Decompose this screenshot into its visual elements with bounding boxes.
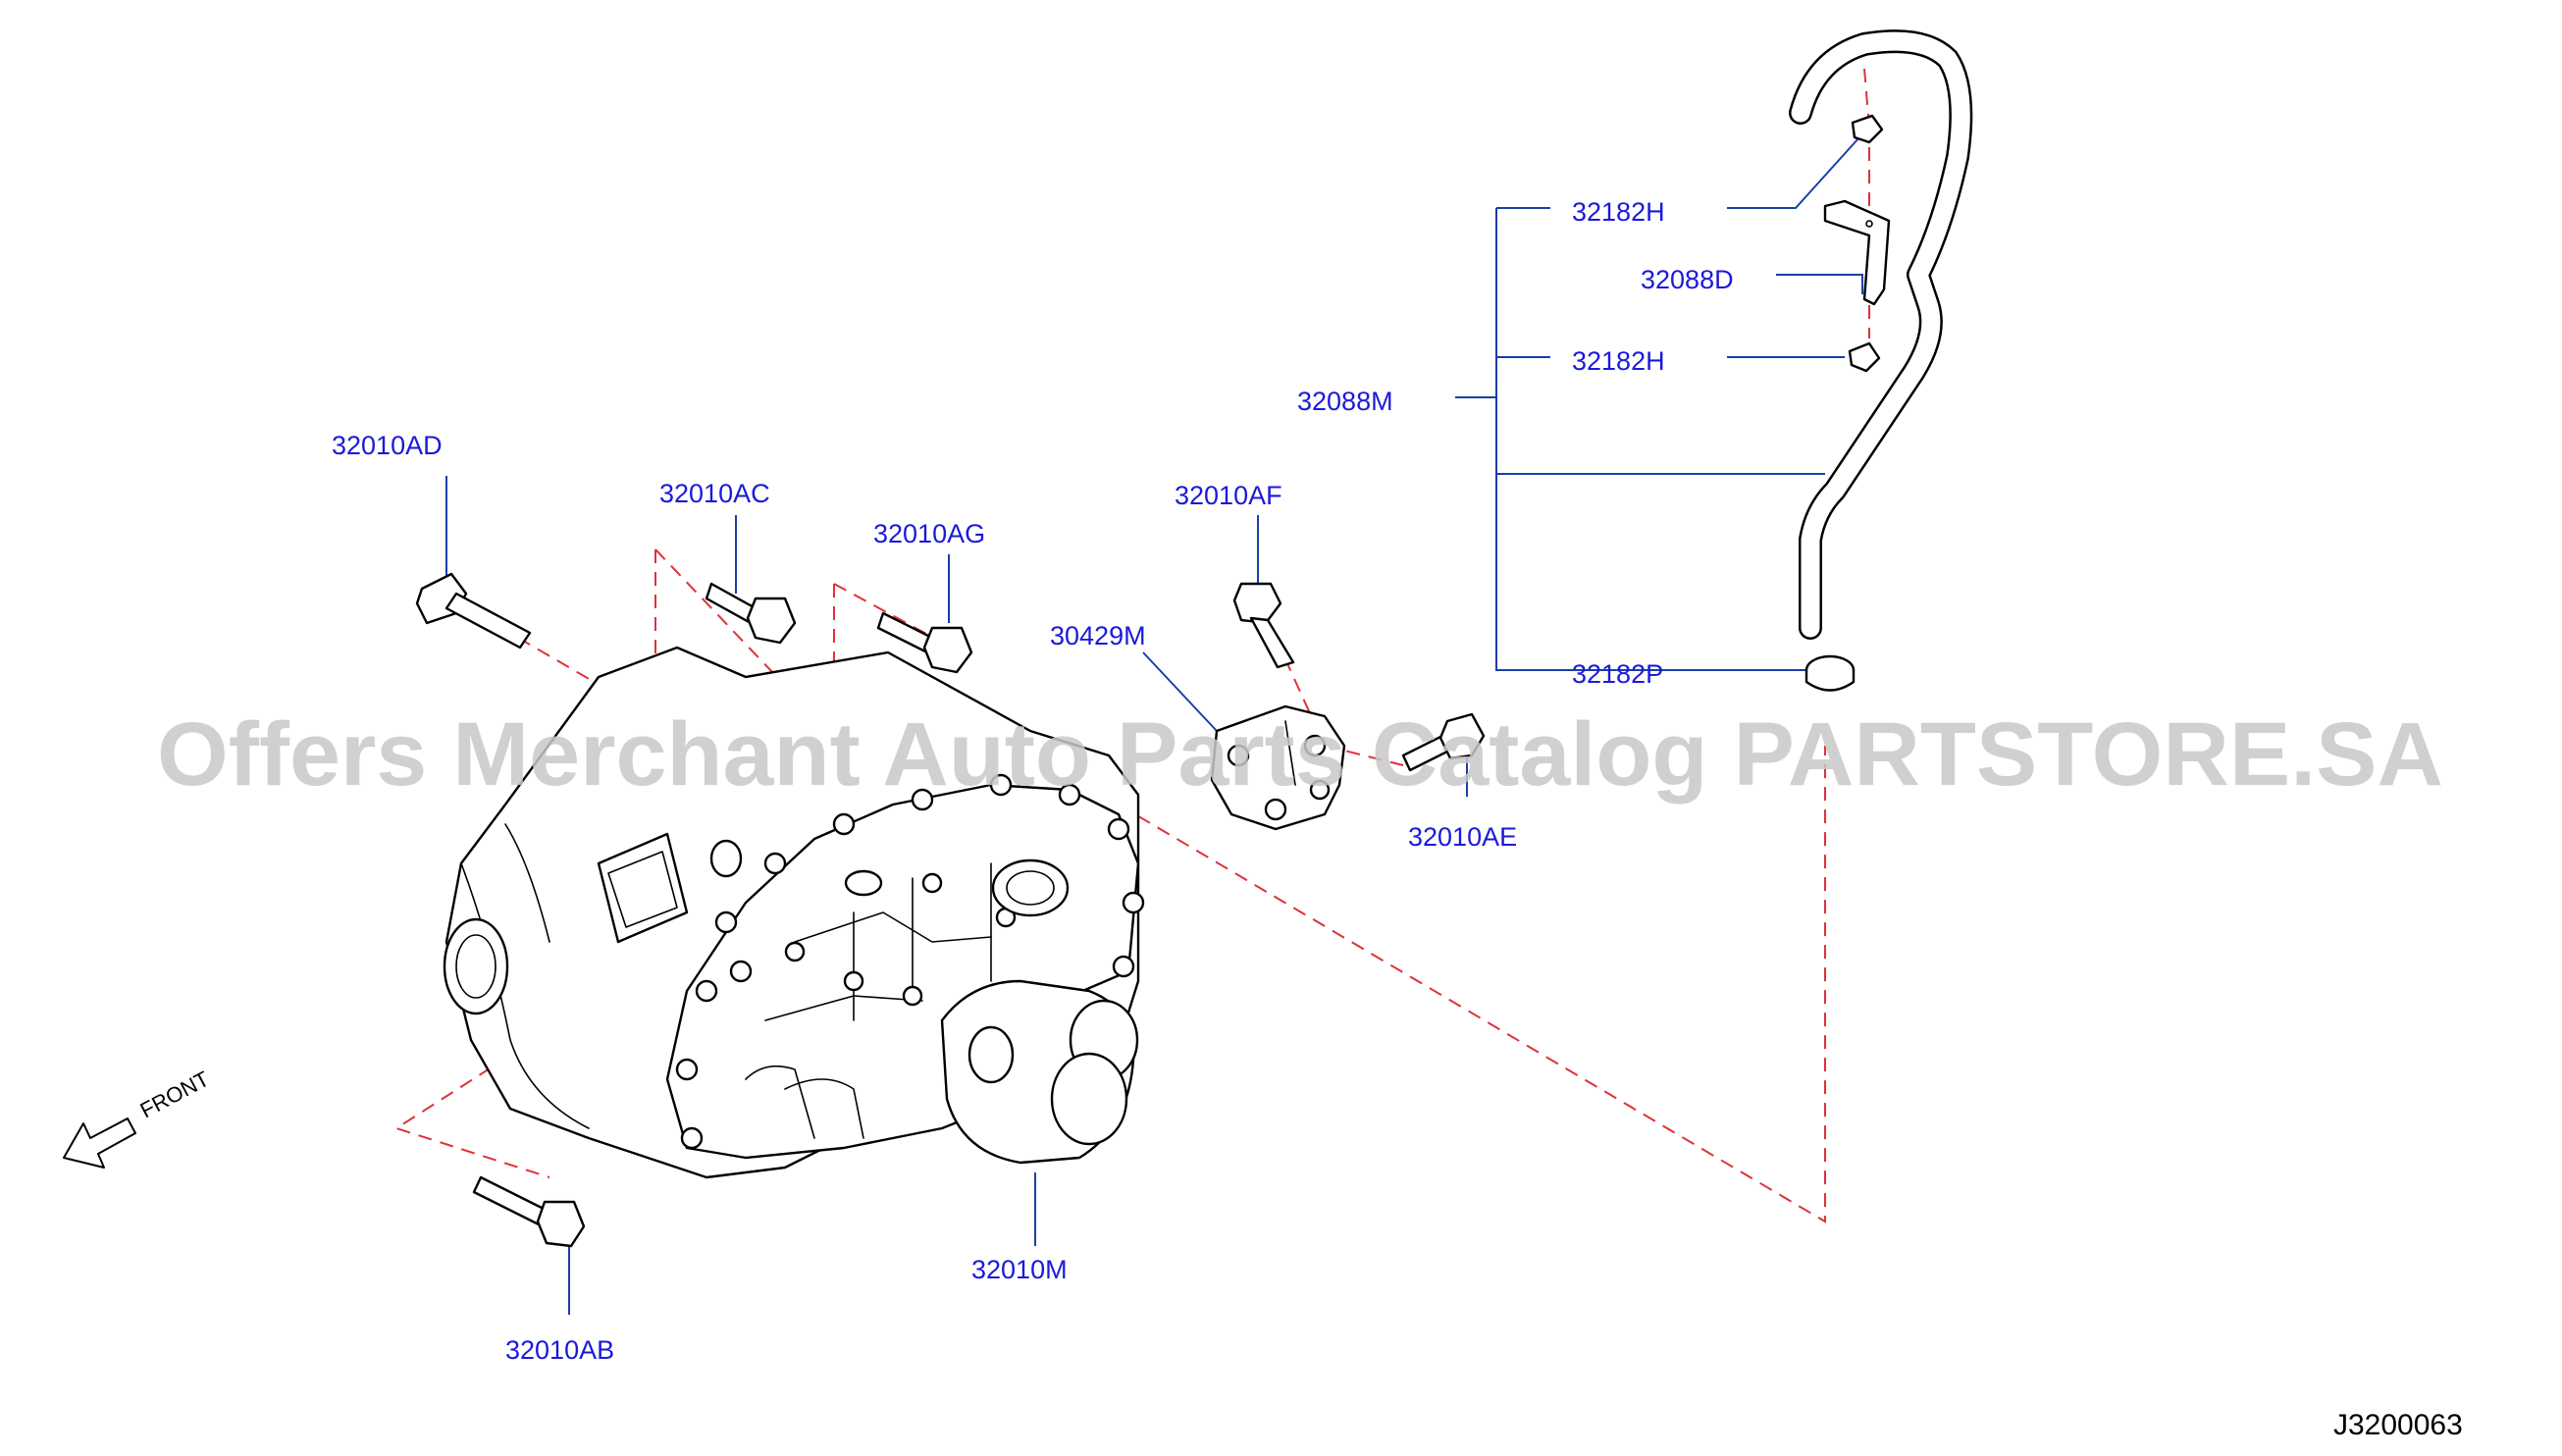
part-label-32010AB[interactable]: 32010AB <box>505 1335 614 1365</box>
watermark-text: Offers Merchant Auto Parts Catalog PARTS… <box>157 704 2443 805</box>
transmission-case <box>443 646 1145 1179</box>
part-label-32182H-mid[interactable]: 32182H <box>1572 346 1665 376</box>
clip-32182H-mid <box>1848 341 1881 373</box>
part-label-32010AD[interactable]: 32010AD <box>332 431 443 460</box>
front-arrow-icon <box>63 1118 136 1169</box>
part-label-32010AF[interactable]: 32010AF <box>1175 481 1282 510</box>
bolt-32010AG <box>876 611 973 674</box>
part-label-32182H-top[interactable]: 32182H <box>1572 197 1665 227</box>
part-label-32088D[interactable]: 32088D <box>1641 265 1734 294</box>
bolt-32010AD <box>415 572 532 650</box>
case-bolt-bosses <box>675 773 1145 1150</box>
part-label-30429M[interactable]: 30429M <box>1050 621 1146 650</box>
bolt-32010AF <box>1232 582 1295 669</box>
bolt-32010AB <box>472 1175 586 1248</box>
clip-32182H-top <box>1851 114 1884 144</box>
part-label-32010AC[interactable]: 32010AC <box>659 479 770 508</box>
part-label-32088M[interactable]: 32088M <box>1297 387 1393 416</box>
breather-hose-32088M <box>1789 29 1973 640</box>
bracket-32088D <box>1823 199 1891 306</box>
part-label-32182P[interactable]: 32182P <box>1572 659 1663 689</box>
leader-lines <box>445 136 1863 1315</box>
part-label-32010M[interactable]: 32010M <box>971 1255 1068 1284</box>
clamp-32182P <box>1804 654 1856 692</box>
diagram-code: J3200063 <box>2333 1409 2463 1441</box>
front-label: FRONT <box>136 1066 214 1123</box>
bracket-30429M <box>1210 704 1346 831</box>
bolt-32010AE <box>1401 712 1486 772</box>
part-label-32010AG[interactable]: 32010AG <box>873 519 985 548</box>
bolt-32010AC <box>705 582 797 645</box>
part-label-32010AE[interactable]: 32010AE <box>1408 822 1517 852</box>
